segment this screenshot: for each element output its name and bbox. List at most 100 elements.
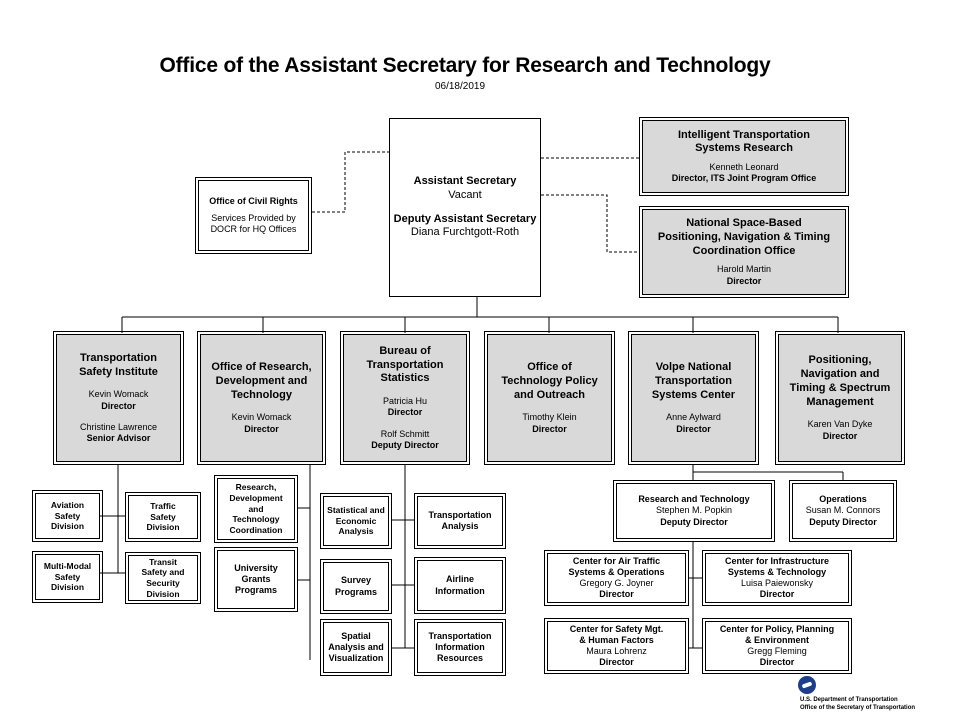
ordt-title-line: Development and xyxy=(215,374,308,387)
division-line: Analysis and xyxy=(328,641,384,652)
otpo-title-line: Office of xyxy=(527,361,572,374)
volpe-center-title: & Human Factors xyxy=(579,634,654,645)
division-line: Airline xyxy=(445,574,474,585)
pnt-mgmt-title-line: Positioning, xyxy=(808,354,872,367)
tsi-advisor-role: Senior Advisor xyxy=(86,433,151,443)
civil-rights-line: DOCR for HQ Offices xyxy=(210,224,297,235)
volpe-center-title: Center for Infrastructure xyxy=(724,555,830,566)
division-line: Safety xyxy=(54,510,81,521)
ordt-director-name: Kevin Womack xyxy=(231,412,292,423)
division-line: Resources xyxy=(436,653,484,664)
airline-information-box: Airline Information xyxy=(414,557,506,614)
dot-logo-line: Office of the Secretary of Transportatio… xyxy=(800,705,916,711)
division-line: Traffic xyxy=(150,501,176,512)
volpe-title-line: Transportation xyxy=(654,374,732,387)
assistant-secretary-box: Assistant Secretary Vacant Deputy Assist… xyxy=(389,118,541,297)
deputy-assistant-secretary-name: Diana Furchtgott-Roth xyxy=(410,226,520,239)
volpe-division-role: Deputy Director xyxy=(660,516,728,527)
transportation-analysis-box: Transportation Analysis xyxy=(414,493,506,549)
pnt-management-box: Positioning, Navigation and Timing & Spe… xyxy=(775,331,905,465)
volpe-center-role: Director xyxy=(759,589,795,600)
pnt-coordination-office-box: National Space-Based Positioning, Naviga… xyxy=(639,206,849,298)
otpo-director-name: Timothy Klein xyxy=(522,412,577,423)
assistant-secretary-title: Assistant Secretary xyxy=(413,175,517,187)
division-line: Transit xyxy=(149,556,177,567)
chart-title: Office of the Assistant Secretary for Re… xyxy=(159,54,771,77)
division-line: Programs xyxy=(334,586,378,597)
tsi-title-line: Safety Institute xyxy=(79,365,158,378)
division-line: Research, xyxy=(235,482,277,493)
division-line: Statistical and xyxy=(327,505,385,516)
division-line: Division xyxy=(146,522,180,533)
volpe-center-title: & Environment xyxy=(744,634,809,645)
dot-logo-icon xyxy=(798,676,816,694)
division-line: University xyxy=(234,562,278,573)
policy-planning-center-box: Center for Policy, Planning & Environmen… xyxy=(702,618,852,674)
operations-box: Operations Susan M. Connors Deputy Direc… xyxy=(789,480,897,542)
division-line: Division xyxy=(50,582,85,593)
bts-box: Bureau of Transportation Statistics Patr… xyxy=(340,331,470,465)
pnt-mgmt-director-name: Karen Van Dyke xyxy=(807,419,873,430)
volpe-center-name: Maura Lohrenz xyxy=(586,646,647,656)
civil-rights-line: Services Provided by xyxy=(211,212,296,223)
volpe-division-name: Susan M. Connors xyxy=(805,505,881,516)
pnt-office-director-name: Harold Martin xyxy=(716,264,772,275)
division-line: Information xyxy=(435,641,485,652)
volpe-division-title: Research and Technology xyxy=(638,494,750,505)
division-line: Coordination xyxy=(229,524,283,535)
volpe-center-title: Systems & Operations xyxy=(568,566,665,577)
bts-title-line: Transportation xyxy=(366,358,444,371)
pnt-office-director-role: Director xyxy=(726,275,762,286)
division-line: Technology xyxy=(232,514,280,525)
dot-logo: U.S. Department of Transportation Office… xyxy=(798,676,948,716)
bts-title-line: Statistics xyxy=(380,372,430,385)
air-traffic-center-box: Center for Air Traffic Systems & Operati… xyxy=(544,550,689,606)
division-line: Safety and xyxy=(141,567,185,578)
volpe-director-name: Anne Aylward xyxy=(666,412,721,423)
otpo-title-line: and Outreach xyxy=(514,388,585,401)
volpe-center-role: Director xyxy=(599,657,634,668)
safety-mgt-center-box: Center for Safety Mgt. & Human Factors M… xyxy=(544,618,689,674)
infrastructure-center-box: Center for Infrastructure Systems & Tech… xyxy=(702,550,852,606)
division-line: Safety xyxy=(54,571,81,582)
volpe-division-role: Deputy Director xyxy=(809,516,877,527)
volpe-center-name: Luisa Paiewonsky xyxy=(740,578,814,588)
volpe-director-role: Director xyxy=(676,423,711,434)
volpe-title-line: Systems Center xyxy=(651,388,736,401)
volpe-division-title: Operations xyxy=(819,494,867,505)
statistical-economic-analysis-box: Statistical and Economic Analysis xyxy=(320,493,392,549)
its-title-line: Systems Research xyxy=(695,142,793,155)
rdt-coordination-box: Research, Development and Technology Coo… xyxy=(214,475,298,543)
aviation-safety-division-box: Aviation Safety Division xyxy=(32,490,103,542)
its-director-role: Director, ITS Joint Program Office xyxy=(671,173,817,184)
pnt-office-title-line: Positioning, Navigation & Timing xyxy=(657,230,831,243)
tsi-advisor-name: Christine Lawrence xyxy=(79,421,158,432)
tsi-director-name: Kevin Womack xyxy=(88,389,149,400)
division-line: Analysis xyxy=(441,521,479,531)
division-line: and xyxy=(248,503,264,514)
volpe-center-name: Gregory G. Joyner xyxy=(579,578,654,588)
otpo-box: Office of Technology Policy and Outreach… xyxy=(484,331,615,465)
division-line: Security xyxy=(146,578,180,588)
deputy-assistant-secretary-title: Deputy Assistant Secretary xyxy=(393,212,537,225)
tsi-director-role: Director xyxy=(101,400,136,411)
university-grants-programs-box: University Grants Programs xyxy=(214,547,298,612)
volpe-center-role: Director xyxy=(759,657,795,668)
its-research-box: Intelligent Transportation Systems Resea… xyxy=(639,117,849,196)
division-line: Division xyxy=(50,521,85,532)
chart-date: 06/18/2019 xyxy=(434,81,486,92)
pnt-mgmt-director-role: Director xyxy=(822,430,858,441)
volpe-center-title: Systems & Technology xyxy=(727,566,827,577)
division-line: Division xyxy=(146,588,180,599)
research-and-technology-box: Research and Technology Stephen M. Popki… xyxy=(613,480,775,542)
otpo-director-role: Director xyxy=(532,423,567,434)
pnt-office-title-line: Coordination Office xyxy=(692,244,796,257)
tsi-box: Transportation Safety Institute Kevin Wo… xyxy=(53,331,184,465)
division-line: Transportation xyxy=(428,630,492,641)
bts-deputy-role: Deputy Director xyxy=(371,439,439,450)
otpo-title-line: Technology Policy xyxy=(501,374,598,387)
volpe-division-name: Stephen M. Popkin xyxy=(655,505,733,516)
bts-director-name: Patricia Hu xyxy=(382,396,427,407)
ordt-title-line: Office of Research, xyxy=(211,361,312,374)
division-line: Analysis xyxy=(338,526,374,537)
